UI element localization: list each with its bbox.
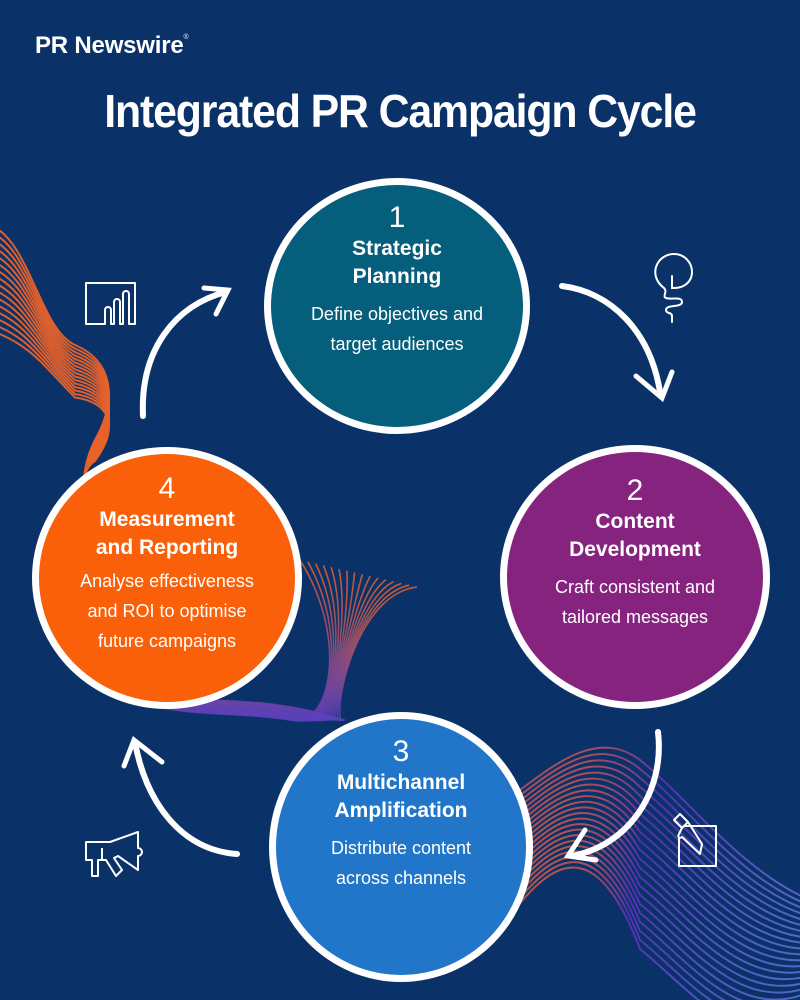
- step-name-line: Amplification: [334, 799, 468, 822]
- wave-line: [519, 861, 713, 1000]
- step-description-line: Define objectives and: [310, 304, 484, 324]
- step-description-line: Analyse effectiveness: [80, 571, 254, 591]
- step-name-line: Measurement: [99, 508, 235, 531]
- wave-line: [519, 806, 800, 956]
- wave-line: [519, 759, 800, 909]
- step-number: 3: [392, 735, 410, 768]
- step-name: Measurement and Reporting: [96, 506, 238, 562]
- step-description: Craft consistent and tailored messages: [555, 572, 715, 632]
- step-4-measurement-and-reporting: 4 Measurement and Reporting Analyse effe…: [32, 447, 302, 709]
- step-description-line: target audiences: [330, 334, 464, 354]
- step-description-line: Craft consistent and: [554, 577, 716, 597]
- wave-line: [519, 817, 800, 968]
- step-name-line: Strategic: [352, 237, 442, 260]
- wave-line: [519, 845, 800, 1000]
- wave-line: [519, 771, 800, 920]
- pencil-document-icon: [673, 813, 717, 867]
- wave-line: [519, 834, 800, 987]
- step-number: 1: [388, 201, 406, 234]
- wave-line: [519, 823, 800, 974]
- step-name-line: Content: [595, 510, 675, 533]
- gradient-wave-lines-bottom-right: [519, 746, 800, 1000]
- step-name-line: Multichannel: [336, 771, 466, 794]
- wave-line: [519, 795, 800, 944]
- step-description: Analyse effectiveness and ROI to optimis…: [80, 566, 254, 656]
- step-description-line: tailored messages: [561, 607, 709, 627]
- step-description: Distribute content across channels: [331, 833, 471, 893]
- wave-line: [519, 866, 701, 1000]
- wave-line: [519, 789, 800, 938]
- lightbulb-icon: [654, 252, 694, 323]
- wave-line: [519, 746, 800, 897]
- step-number: 4: [158, 472, 176, 505]
- step-description-line: and ROI to optimise: [87, 601, 247, 621]
- step-number: 2: [626, 474, 644, 507]
- wave-line: [519, 753, 800, 903]
- step-1-strategic-planning: 1 Strategic Planning Define objectives a…: [264, 178, 530, 434]
- step-2-content-development: 2 Content Development Craft consistent a…: [500, 445, 770, 709]
- step-name-line: Planning: [352, 265, 442, 288]
- arrow-2-to-3: [563, 729, 662, 863]
- brand-name: PR Newswire: [35, 32, 184, 59]
- step-name-line: and Reporting: [95, 536, 239, 559]
- arrow-1-to-2: [559, 283, 675, 403]
- step-description-line: future campaigns: [97, 631, 237, 651]
- wave-line: [519, 855, 726, 1000]
- wave-line: [519, 812, 800, 962]
- wave-line: [519, 777, 800, 926]
- step-name-line: Development: [569, 538, 701, 561]
- megaphone-icon: [85, 831, 143, 877]
- registered-mark: ®: [183, 34, 189, 41]
- page-title: Integrated PR Campaign Cycle: [104, 85, 697, 137]
- arrow-3-to-4: [121, 735, 240, 857]
- step-name: Content Development: [569, 508, 701, 564]
- wave-line: [519, 850, 744, 1000]
- step-3-multichannel-amplification: 3 Multichannel Amplification Distribute …: [269, 712, 533, 982]
- step-description: Define objectives and target audiences: [311, 299, 483, 359]
- step-name: Strategic Planning: [352, 235, 442, 291]
- step-description-line: across channels: [335, 868, 467, 888]
- brand-logo: PR Newswire®: [35, 32, 189, 60]
- bar-chart-icon: [85, 282, 136, 325]
- arrow-4-to-1: [139, 285, 232, 419]
- wave-line: [519, 765, 800, 914]
- step-description-line: Distribute content: [330, 838, 472, 858]
- wave-line: [519, 828, 800, 981]
- wave-line: [519, 839, 800, 994]
- step-name: Multichannel Amplification: [334, 769, 467, 825]
- wave-line: [519, 800, 800, 950]
